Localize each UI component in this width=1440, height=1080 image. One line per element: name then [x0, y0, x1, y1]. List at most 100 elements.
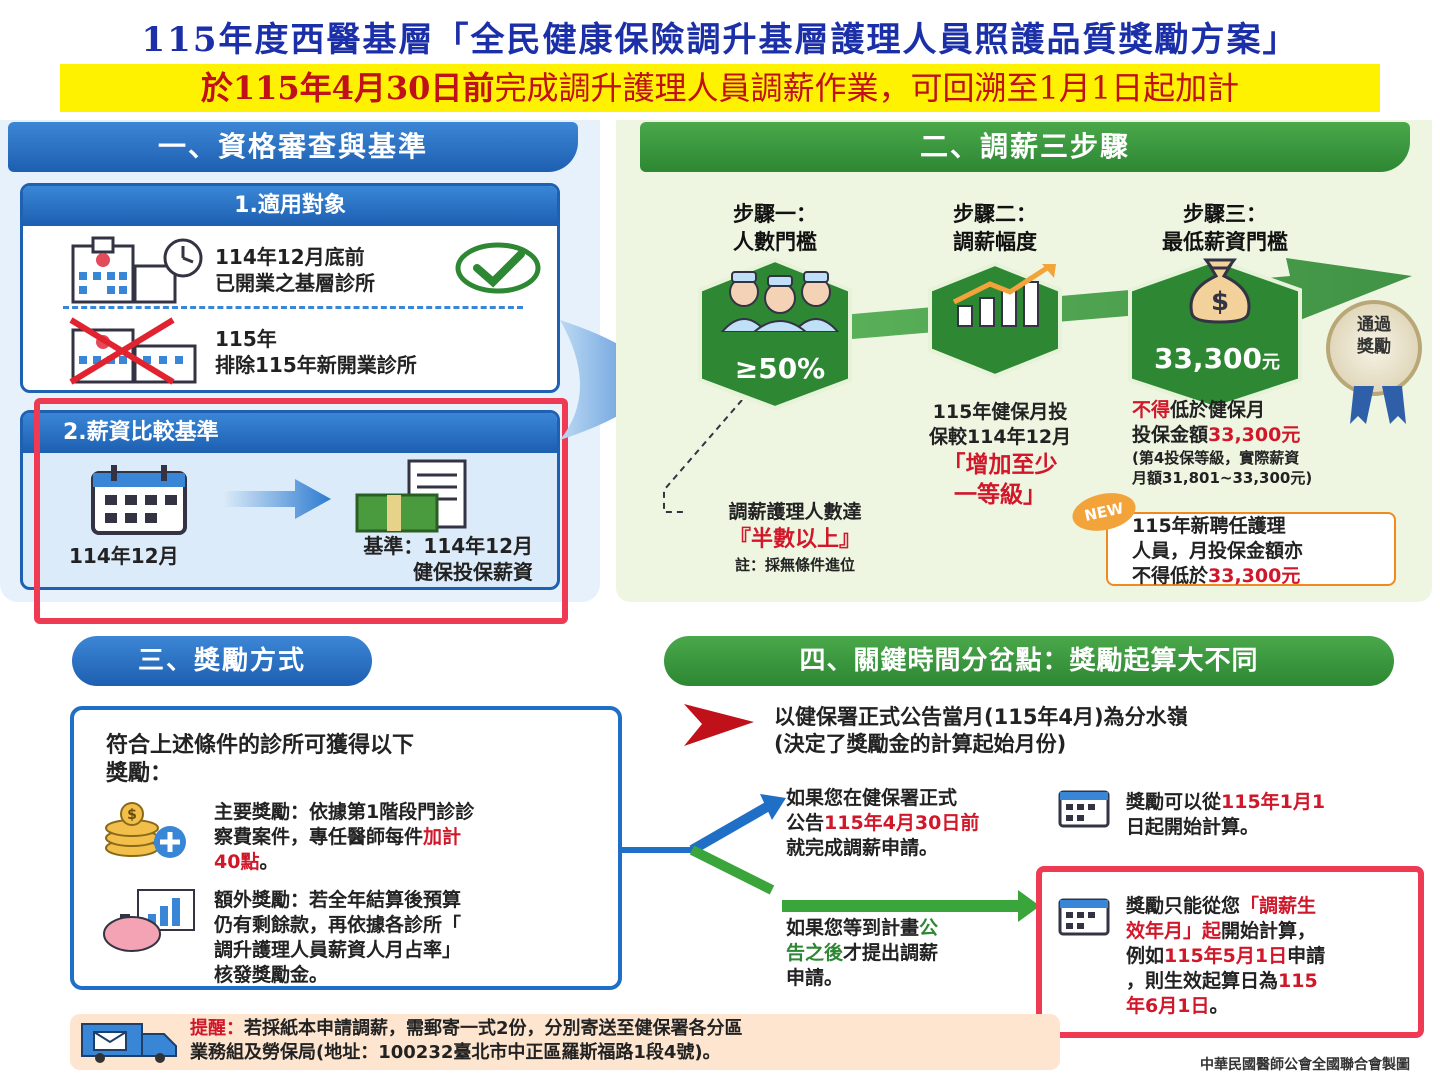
section3-heading: 三、獎勵方式: [72, 636, 372, 686]
new-hire-line3a: 不得低於: [1132, 565, 1209, 587]
step1-note: 調薪護理人數達 『半數以上』 註：採無條件進位: [690, 500, 900, 575]
basis-line1: 基準：114年12月: [363, 534, 533, 558]
step3-note-line2: 投保金額: [1132, 424, 1209, 446]
step2-title-line1: 步驟二：: [953, 202, 1037, 226]
step2-note-red1: 「增加至少: [942, 452, 1058, 478]
new-hire-line1: 115年新聘任護理: [1132, 515, 1286, 537]
applicable-clinic-text: 114年12月底前 已開業之基層診所: [215, 244, 375, 296]
step1-note-line3: 註：採無條件進位: [734, 556, 855, 574]
new-hire-line3b: 33,300元: [1208, 565, 1301, 587]
step2-note-red2: 一等級」: [954, 482, 1046, 508]
subtitle-rest: 完成調升護理人員調薪作業，可回溯至1月1日起加計: [494, 69, 1240, 107]
main-reward-line2: 察費案件，專任醫師每件: [214, 826, 424, 848]
case-b-green1: 公: [919, 917, 939, 939]
clinic-clock-icon: [71, 236, 203, 304]
step3-value-number: 33,300: [1153, 342, 1263, 375]
checkmark-icon: [455, 242, 541, 294]
dashed-connector: [663, 400, 743, 513]
credit-text: 中華民國醫師公會全國聯合會製圖: [1200, 1057, 1410, 1073]
case-b-result-red5: 年6月1日: [1126, 995, 1210, 1017]
new-hire-box: 115年新聘任護理 人員，月投保金額亦 不得低於33,300元: [1106, 512, 1396, 587]
step1-title-line1: 步驟一：: [733, 202, 817, 226]
step3-note-red1: 不得: [1132, 399, 1171, 421]
case-a-line2a: 公告: [786, 812, 825, 834]
reminder-line1: 若採紙本申請調薪，需郵寄一式2份，分別寄送至健保署各分區: [244, 1018, 743, 1039]
watershed-line2: (決定了獎勵金的計算起始月份): [774, 732, 1067, 756]
step2-note-line2: 保較114年12月: [928, 426, 1072, 448]
extra-reward-line3: 調升護理人員薪資人月占率」: [214, 939, 462, 961]
award-seal-icon: [1326, 300, 1422, 396]
eligibility-card-heading: 1.適用對象: [23, 186, 557, 226]
growth-chart-icon: [952, 263, 1056, 327]
page-subtitle: 於115年4月30日前完成調升護理人員調薪作業，可回溯至1月1日起加計: [60, 64, 1380, 112]
main-reward-line3: 。: [259, 851, 279, 873]
main-reward-red2: 40點: [214, 851, 260, 873]
step3-value-unit: 元: [1262, 352, 1281, 373]
subtitle-highlight: 於115年4月30日前: [200, 69, 495, 107]
step3-note-small2: 月額31,801~33,300元): [1132, 469, 1313, 487]
case-b-result-line2b: 開始計算，: [1221, 920, 1317, 942]
section4-heading: 四、關鍵時間分岔點：獎勵起算大不同: [664, 636, 1394, 686]
step1-note-line1: 調薪護理人數達: [728, 501, 862, 523]
reminder-line2: 業務組及勞保局(地址：100232臺北市中正區羅斯福路1段4號)。: [190, 1042, 721, 1063]
case-a-result: 獎勵可以從115年1月1 日起開始計算。: [1126, 790, 1396, 840]
excluded-line1: 115年: [215, 327, 277, 351]
applicable-line1: 114年12月底前: [215, 245, 365, 269]
extra-reward-line4: 核發獎勵金。: [214, 964, 329, 986]
calendar-icon: [91, 465, 187, 535]
extra-reward-text: 額外獎勵：若全年結算後預算 仍有剩餘款，再依據各診所「 調升護理人員薪資人月占率…: [214, 888, 614, 988]
step3-note-line1: 低於健保月: [1170, 399, 1266, 421]
step2-note-line1: 115年健保月投: [932, 401, 1068, 423]
case-a-result-red: 115年1月1: [1221, 791, 1326, 813]
svg-text:$: $: [127, 807, 137, 823]
main-reward-text: 主要獎勵：依據第1階段門診診 察費案件，專任醫師每件加計 40點。: [214, 800, 614, 875]
case-a-result-line1: 獎勵可以從: [1126, 791, 1222, 813]
money-document-icon: [355, 459, 467, 533]
rewards-intro: 符合上述條件的診所可獲得以下 獎勵：: [106, 732, 414, 788]
extra-reward-line2: 仍有剩餘款，再依據各診所「: [214, 914, 462, 936]
basis-line2: 健保投保薪資: [413, 560, 533, 584]
case-b-result-line4a: ，則生效起算日為: [1126, 970, 1279, 992]
case-a-line1: 如果您在健保署正式: [786, 787, 958, 809]
watershed-text: 以健保署正式公告當月(115年4月)為分水嶺 (決定了獎勵金的計算起始月份): [774, 704, 1394, 758]
case-b-result-red1: 「調薪生: [1240, 895, 1317, 917]
main-reward-line1: 主要獎勵：依據第1階段門診診: [214, 801, 475, 823]
watershed-line1: 以健保署正式公告當月(115年4月)為分水嶺: [774, 705, 1188, 729]
case-a-result-line2: 日起開始計算。: [1126, 816, 1260, 838]
mail-truck-icon: [81, 1023, 177, 1063]
extra-reward-line1: 額外獎勵：若全年結算後預算: [214, 889, 462, 911]
case-b-result: 獎勵只能從您「調薪生 效年月」起開始計算， 例如115年5月1日申請 ，則生效起…: [1126, 894, 1406, 1019]
step2-note: 115年健保月投 保較114年12月 「增加至少 一等級」: [890, 400, 1110, 510]
step1-note-red: 『半數以上』: [728, 527, 861, 552]
arrow-right-icon: [223, 479, 331, 519]
coins-plus-icon: $: [105, 802, 186, 858]
salary-basis-card: 2.薪資比較基準 114年12月 基準：114年12月 健保投保薪資: [20, 410, 560, 590]
case-b-result-line1a: 獎勵只能從您: [1126, 895, 1241, 917]
case-b-result-red3: 115年5月1日: [1164, 945, 1288, 967]
calendar-small-icon-2: [1058, 898, 1110, 936]
case-b-line3: 申請。: [786, 967, 844, 989]
red-chevron-icon: [684, 704, 754, 746]
section2-heading: 二、調薪三步驟: [640, 122, 1410, 172]
step1-title: 步驟一： 人數門檻: [700, 200, 850, 256]
case-b-green2: 告之後: [786, 942, 844, 964]
eligibility-card: 1.適用對象 114年12月底前 已開業之基層診所 115年 排除115年新開業…: [20, 183, 560, 393]
page-title: 115年度西醫基層「全民健康保險調升基層護理人員照護品質獎勵方案」: [141, 20, 1299, 60]
step3-title-line1: 步驟三：: [1183, 202, 1267, 226]
reminder-label: 提醒：: [190, 1018, 244, 1039]
case-a-red: 115年4月30日前: [824, 812, 980, 834]
main-reward-red1: 加計: [423, 826, 462, 848]
rewards-intro-line2: 獎勵：: [106, 761, 173, 786]
excluded-clinic-icon: [69, 317, 197, 385]
step2-title-line2: 調薪幅度: [953, 230, 1037, 254]
calendar-small-icon: [1058, 790, 1110, 828]
step1-title-line2: 人數門檻: [733, 230, 817, 254]
excluded-line2: 排除115年新開業診所: [215, 353, 417, 377]
seal-line2: 獎勵: [1357, 337, 1391, 357]
divider: [63, 306, 523, 309]
fork-arrows-icon: [622, 794, 1040, 922]
section1-heading: 一、資格審查與基準: [8, 122, 578, 172]
case-b-result-line3b: 申請: [1287, 945, 1326, 967]
step3-title-line2: 最低薪資門檻: [1162, 230, 1288, 254]
nurses-icon: [720, 271, 840, 332]
